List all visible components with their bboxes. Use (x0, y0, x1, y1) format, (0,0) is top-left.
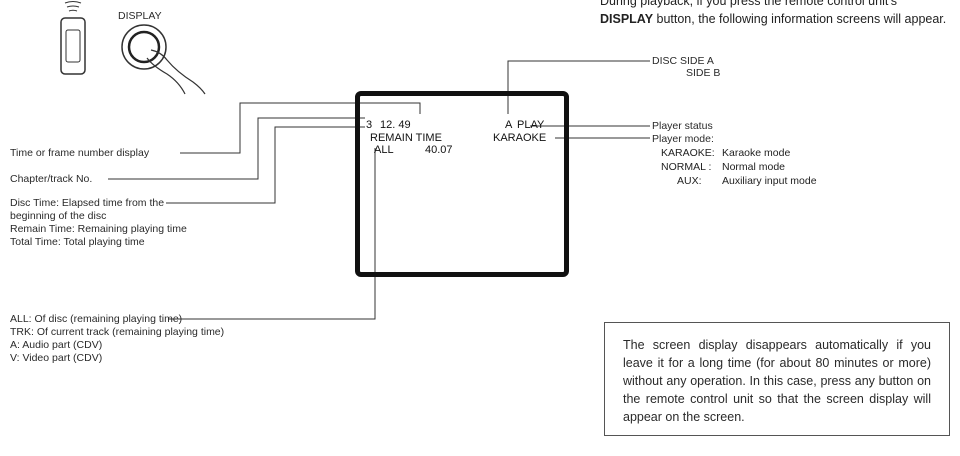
screen-status: PLAY (517, 120, 544, 131)
disc-time-label-2: beginning of the disc (10, 210, 106, 223)
mode-karaoke-desc: Karaoke mode (722, 146, 817, 160)
video-part-label: V: Video part (CDV) (10, 352, 102, 365)
screen-range: ALL (374, 145, 394, 156)
mode-aux-desc: Auxiliary input mode (722, 174, 817, 188)
screen-side: A (505, 120, 512, 131)
screen-time: 12. 49 (380, 120, 411, 131)
chapter-track-label: Chapter/track No. (10, 173, 92, 186)
remain-time-label: Remain Time: Remaining playing time (10, 223, 187, 236)
disc-side-b: SIDE B (686, 67, 720, 80)
mode-normal-desc: Normal mode (722, 160, 817, 174)
screen-player-mode: KARAOKE (493, 133, 546, 144)
time-frame-label: Time or frame number display (10, 147, 149, 160)
mode-karaoke-key: KARAOKE: (661, 146, 715, 160)
total-time-label: Total Time: Total playing time (10, 236, 145, 249)
trk-label: TRK: Of current track (remaining playing… (10, 326, 224, 339)
player-mode-label: Player mode: (652, 133, 714, 146)
player-status-label: Player status (652, 120, 713, 133)
note-box: The screen display disappears automatica… (604, 322, 950, 436)
audio-part-label: A: Audio part (CDV) (10, 339, 102, 352)
mode-list: KARAOKE: NORMAL : AUX: (661, 146, 715, 188)
mode-aux-key: AUX: (661, 174, 715, 188)
mode-normal-key: NORMAL : (661, 160, 715, 174)
screen-total: 40.07 (425, 145, 453, 156)
screen-time-mode: REMAIN TIME (370, 133, 442, 144)
screen-chapter: 3 (366, 120, 372, 131)
all-label: ALL: Of disc (remaining playing time) (10, 313, 182, 326)
disc-time-label: Disc Time: Elapsed time from the (10, 197, 164, 210)
mode-desc-list: Karaoke mode Normal mode Auxiliary input… (722, 146, 817, 188)
